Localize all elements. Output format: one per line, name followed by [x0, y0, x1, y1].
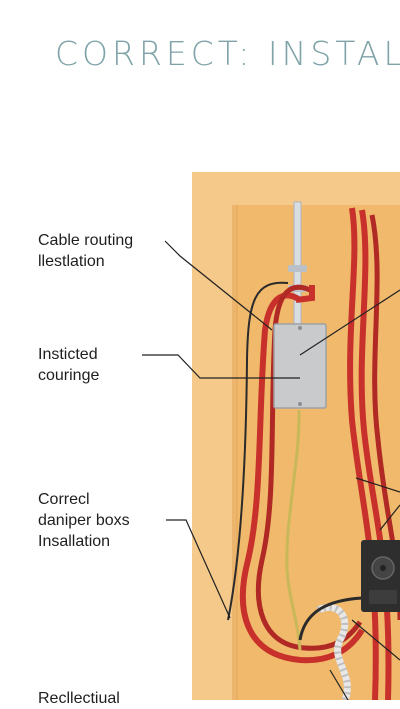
black-cable — [227, 281, 289, 621]
red-cable-loop-inner — [255, 284, 363, 651]
leader-line-correcl — [166, 519, 231, 619]
label-correcl-daniper: Correcl daniper boxs Insallation — [38, 491, 130, 550]
junction-box-icon — [273, 323, 327, 409]
leader-line-right-3 — [351, 619, 400, 661]
outlet-socket-pin — [380, 565, 386, 571]
dark-cable-bottom — [298, 596, 363, 641]
leader-line-right-1 — [355, 477, 400, 493]
junction-box-screw-top — [298, 326, 302, 330]
leader-line-insticted-2 — [299, 289, 400, 356]
leader-line-bottom — [329, 669, 349, 700]
junction-box-screw-bottom — [298, 402, 302, 406]
page-title: CORRECT: INSTAL — [55, 34, 400, 73]
ground-wire — [285, 409, 302, 651]
conduit-clamp-top — [288, 265, 307, 272]
red-cable-entry — [295, 285, 315, 303]
label-cable-routing: Cable routing llestlation — [38, 232, 134, 270]
red-cable-loop-outer — [239, 292, 365, 664]
leader-line-right-2 — [379, 504, 400, 531]
leader-line-insticted-1 — [142, 354, 300, 379]
board-edge-shadow — [232, 205, 238, 700]
outlet-lower-plate — [369, 590, 397, 604]
label-insticted-couringe: Insticted couringe — [38, 346, 100, 384]
coiled-cable-icon — [316, 603, 351, 700]
label-recllectiual: Recllectiual — [38, 690, 120, 707]
leader-line-cable-routing — [164, 240, 273, 331]
